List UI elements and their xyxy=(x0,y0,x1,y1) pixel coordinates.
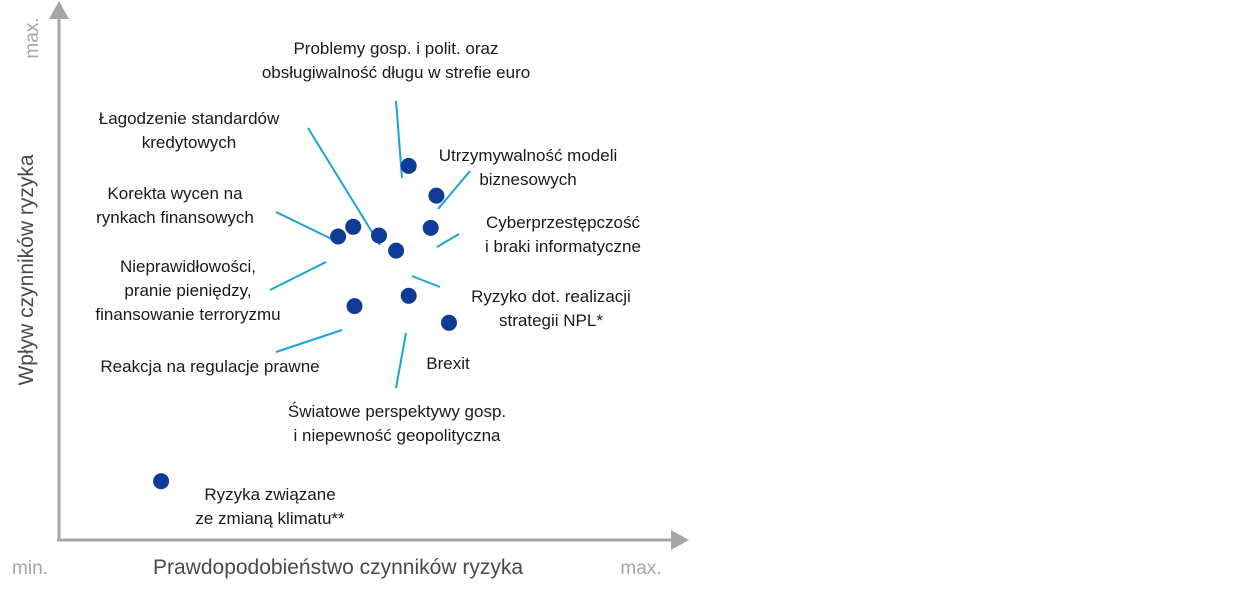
point-label-line: Ryzyko dot. realizacji xyxy=(471,287,631,306)
data-point xyxy=(345,218,362,235)
point-label-line: strategii NPL* xyxy=(499,311,603,330)
axes xyxy=(49,1,689,550)
point-label-line: ze zmianą klimatu** xyxy=(195,509,345,528)
point-label: Nieprawidłowości, pranie pieniędzy, finans… xyxy=(95,257,280,324)
point-label: Światowe perspektywy gosp. i niepewność g… xyxy=(288,402,506,445)
point-label-line: i niepewność geopolityczna xyxy=(294,426,502,445)
point-label-line: Ryzyka związane xyxy=(204,485,335,504)
data-point xyxy=(346,298,363,315)
data-point xyxy=(400,157,417,174)
point-label-line: obsługiwalność długu w strefie euro xyxy=(262,63,530,82)
data-point xyxy=(422,219,439,236)
point-label: Brexit xyxy=(426,354,470,373)
leader-line xyxy=(395,332,407,389)
data-point xyxy=(153,473,170,490)
point-label: Problemy gosp. i polit. oraz obsługiwalno… xyxy=(262,39,530,82)
point-label-line: i braki informatyczne xyxy=(485,237,641,256)
leader-lines xyxy=(269,100,471,389)
leader-line xyxy=(437,170,471,210)
point-label-line: finansowanie terroryzmu xyxy=(95,305,280,324)
y-axis-max-label: max. xyxy=(22,17,43,58)
point-label-line: Łagodzenie standardów xyxy=(99,109,280,128)
point-label-line: Korekta wycen na xyxy=(107,184,243,203)
point-label-line: Światowe perspektywy gosp. xyxy=(288,402,506,421)
point-label-line: Nieprawidłowości, xyxy=(120,257,256,276)
data-point xyxy=(441,314,457,331)
point-label-line: Utrzymywalność modeli xyxy=(439,146,618,165)
leader-line xyxy=(275,211,341,244)
data-point xyxy=(388,242,405,259)
data-point xyxy=(330,228,347,245)
point-label: Reakcja na regulacje prawne xyxy=(100,357,319,376)
point-label-line: biznesowych xyxy=(479,170,576,189)
point-label: Łagodzenie standardów kredytowych xyxy=(99,109,280,152)
y-axis-arrow xyxy=(49,1,69,19)
data-point xyxy=(428,187,445,204)
data-point xyxy=(371,227,387,244)
point-label-line: rynkach finansowych xyxy=(96,208,254,227)
x-axis-arrow xyxy=(671,530,689,550)
data-points xyxy=(153,157,457,490)
point-label-line: kredytowych xyxy=(142,133,236,152)
x-axis-title: Prawdopodobieństwo czynników ryzyka xyxy=(153,556,523,579)
point-label-line: Brexit xyxy=(426,354,470,373)
leader-line xyxy=(269,261,327,291)
point-label: Utrzymywalność modeli biznesowych xyxy=(439,146,618,189)
x-axis-max-label: max. xyxy=(620,558,661,579)
leader-line xyxy=(436,233,460,248)
point-label: Korekta wycen na rynkach finansowych xyxy=(96,184,254,227)
point-labels: Problemy gosp. i polit. oraz obsługiwalno… xyxy=(95,39,641,528)
point-label-line: Cyberprzestępczość xyxy=(486,213,641,232)
x-axis-min-label: min. xyxy=(12,558,48,579)
leader-line xyxy=(307,127,381,246)
point-label: Ryzyko dot. realizacji strategii NPL* xyxy=(471,287,631,330)
leader-line xyxy=(275,329,343,353)
point-label-line: Reakcja na regulacje prawne xyxy=(100,357,319,376)
leader-line xyxy=(411,275,441,288)
y-axis-title: Wpływ czynników ryzyka xyxy=(15,154,38,385)
point-label-line: pranie pieniędzy, xyxy=(124,281,251,300)
point-label-line: Problemy gosp. i polit. oraz xyxy=(293,39,498,58)
data-point xyxy=(400,287,417,304)
point-label: Ryzyka związane ze zmianą klimatu** xyxy=(195,485,345,528)
point-label: Cyberprzestępczość i braki informatyczne xyxy=(485,213,641,256)
